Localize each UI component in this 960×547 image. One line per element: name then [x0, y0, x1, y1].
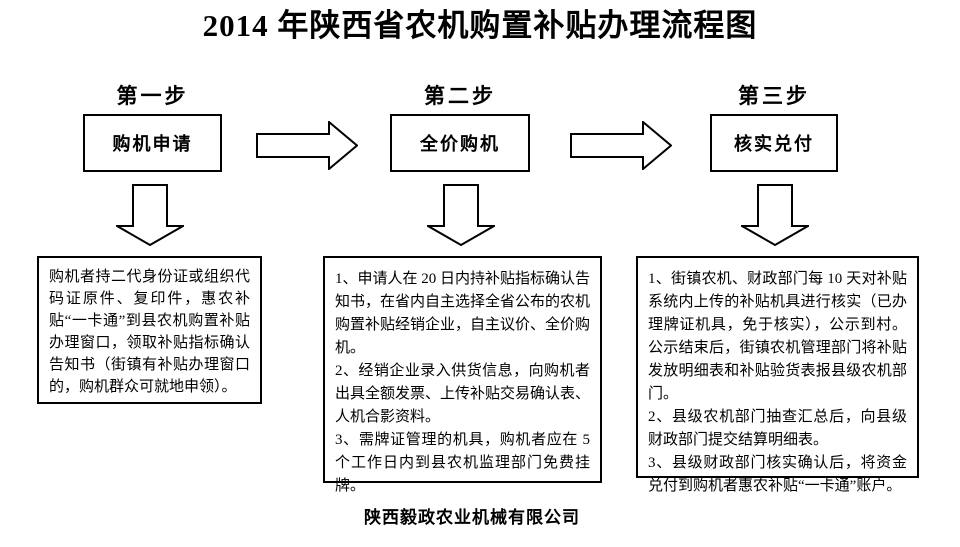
step-3-detail-item-1: 1、街镇农机、财政部门每 10 天对补贴系统内上传的补贴机具进行核实（已办理牌证… [648, 271, 907, 402]
step-1-box: 购机申请 [83, 114, 222, 172]
page-title: 2014 年陕西省农机购置补贴办理流程图 [202, 8, 758, 43]
down-arrow-icon-2 [427, 184, 495, 246]
company-name: 陕西毅政农业机械有限公司 [364, 508, 580, 527]
step-3-box-label: 核实兑付 [734, 134, 814, 154]
step-2-label: 第二步 [424, 84, 496, 108]
step-2-box: 全价购机 [390, 114, 530, 172]
step-1-box-label: 购机申请 [112, 134, 193, 154]
down-arrow-icon-1 [116, 184, 184, 246]
step-1-detail-box: 购机者持二代身份证或组织代码证原件、复印件，惠农补贴“一卡通”到县农机购置补贴办… [37, 256, 262, 404]
right-arrow-icon-2 [570, 121, 672, 170]
right-arrow-icon-1 [256, 121, 358, 170]
step-2-box-label: 全价购机 [420, 134, 500, 154]
step-3-detail-item-3: 3、县级财政部门核实确认后，将资金兑付到购机者惠农补贴“一卡通”账户。 [648, 455, 907, 494]
step-2-detail-item-1: 1、申请人在 20 日内持补贴指标确认告知书，在省内自主选择全省公布的农机购置补… [335, 271, 591, 356]
step-3-detail-item-2: 2、县级农机部门抽查汇总后，向县级财政部门提交结算明细表。 [648, 409, 907, 448]
step-2-detail-box: 1、申请人在 20 日内持补贴指标确认告知书，在省内自主选择全省公布的农机购置补… [323, 256, 602, 494]
step-2-detail-item-2: 2、经销企业录入供货信息，向购机者出具全额发票、上传补贴交易确认表、人机合影资料… [335, 363, 591, 425]
down-arrow-icon-3 [741, 184, 809, 246]
step-1-label: 第一步 [116, 84, 189, 108]
step-1-detail-text: 购机者持二代身份证或组织代码证原件、复印件，惠农补贴“一卡通”到县农机购置补贴办… [49, 269, 250, 395]
step-3-label: 第三步 [738, 84, 810, 108]
step-3-detail-box: 1、街镇农机、财政部门每 10 天对补贴系统内上传的补贴机具进行核实（已办理牌证… [636, 256, 919, 494]
step-3-box: 核实兑付 [710, 114, 838, 172]
step-2-detail-item-3: 3、需牌证管理的机具，购机者应在 5 个工作日内到县农机监理部门免费挂牌。 [335, 432, 590, 494]
